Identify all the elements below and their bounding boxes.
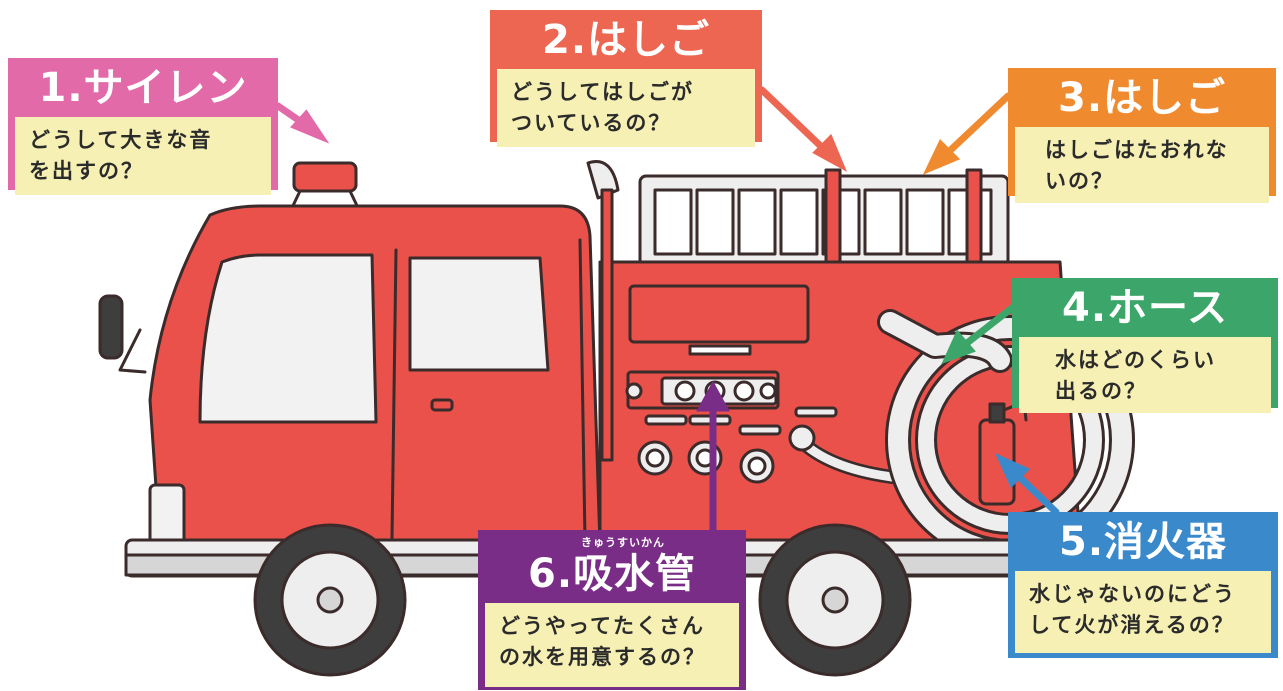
rear-wheel (758, 523, 912, 677)
callout-ladder-2: 3.はしご はしごはたおれな いの？ (1008, 68, 1276, 203)
callout-question: 水じゃないのにどう して火が消えるの？ (1015, 571, 1271, 653)
spotlight (586, 160, 620, 462)
arrow-1 (274, 102, 330, 144)
callout-ladder-1: 2.はしご どうしてはしごが ついているの？ (490, 10, 762, 147)
arrow-6 (696, 380, 730, 534)
arrow-2 (758, 86, 848, 172)
callout-title-text: 6.吸水管 (527, 551, 697, 597)
arrow-4 (941, 304, 1016, 365)
callout-title: 1.サイレン (38, 65, 248, 111)
ladder (638, 168, 1010, 272)
arrow-5 (994, 452, 1060, 516)
front-wheel (253, 523, 407, 677)
callout-extinguisher: 5.消火器 水じゃないのにどう して火が消えるの？ (1008, 512, 1278, 658)
fire-extinguisher (978, 400, 1028, 506)
callout-title: きゅうすいかん 6.吸水管 (485, 537, 739, 598)
callout-question: どうして大きな音 を出すの？ (15, 117, 271, 195)
callout-title: 3.はしご (1057, 75, 1227, 121)
callout-title: 4.ホース (1061, 285, 1229, 331)
callout-hose: 4.ホース 水はどのくらい 出るの？ (1012, 278, 1278, 413)
callout-title: 5.消火器 (1058, 519, 1228, 565)
callout-question: 水はどのくらい 出るの？ (1019, 337, 1271, 413)
siren (288, 161, 362, 214)
callout-siren: 1.サイレン どうして大きな音 を出すの？ (8, 58, 278, 195)
callout-question: どうしてはしごが ついているの？ (497, 69, 755, 147)
callout-question: どうやってたくさん の水を用意するの？ (485, 603, 739, 687)
callout-ruby: きゅうすいかん (581, 536, 665, 549)
truck-cab (98, 204, 602, 557)
callout-title: 2.はしご (541, 17, 711, 63)
callout-intake-pipe: きゅうすいかん 6.吸水管 どうやってたくさん の水を用意するの？ (478, 530, 746, 690)
callout-question: はしごはたおれな いの？ (1015, 127, 1269, 203)
arrow-3 (922, 92, 1012, 175)
